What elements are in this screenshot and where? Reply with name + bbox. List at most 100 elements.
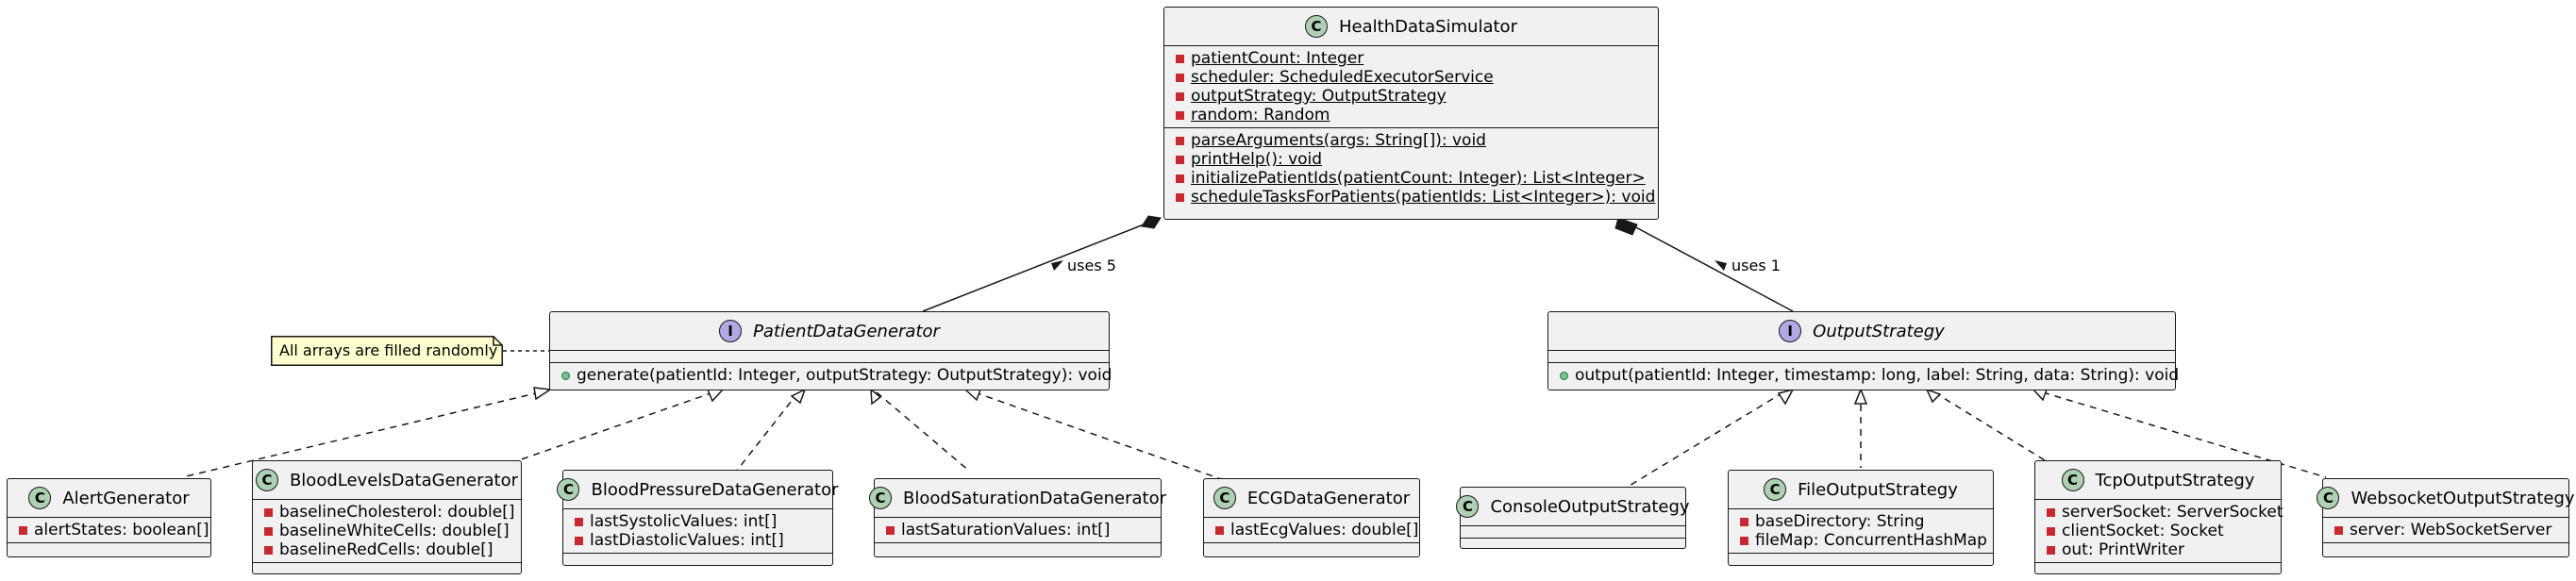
- private-field-icon: [1740, 517, 1748, 526]
- class-name: OutputStrategy: [1813, 321, 1945, 341]
- realize-head-blood-levels: [706, 389, 725, 403]
- class-health-data-simulator[interactable]: C HealthDataSimulator patientCount: Inte…: [1163, 7, 1659, 220]
- composition-diamond-patient: [1141, 215, 1162, 229]
- class-file-output-strategy[interactable]: C FileOutputStrategy baseDirectory: Stri…: [1728, 470, 1994, 566]
- realize-line-console: [1627, 391, 1784, 488]
- class-name: AlertGenerator: [62, 488, 190, 508]
- class-stereotype-icon: C: [868, 487, 892, 509]
- fields-section: server: WebSocketServer: [2323, 518, 2568, 542]
- field-row: server: WebSocketServer: [2323, 521, 2568, 540]
- class-blood-pressure-data-generator[interactable]: C BloodPressureDataGenerator lastSystoli…: [557, 470, 839, 566]
- field-row: fileMap: ConcurrentHashMap: [1729, 531, 1993, 550]
- class-header: C WebsocketOutputStrategy: [2317, 479, 2575, 517]
- class-header: C FileOutputStrategy: [1729, 471, 1993, 508]
- field-row: baseDirectory: String: [1729, 512, 1993, 531]
- fields-section: lastEcgValues: double[]: [1204, 518, 1419, 542]
- composition-diamond-output: [1614, 217, 1638, 236]
- class-stereotype-icon: C: [2317, 487, 2340, 509]
- private-field-icon: [1176, 73, 1184, 82]
- field-row: outputStrategy: OutputStrategy: [1164, 87, 1658, 106]
- edge-label-uses-5: uses 5: [1067, 257, 1116, 274]
- methods-section: parseArguments(args: String[]): void pri…: [1164, 128, 1658, 209]
- field-row: scheduler: ScheduledExecutorService: [1164, 68, 1658, 87]
- private-field-icon: [1215, 525, 1224, 535]
- class-stereotype-icon: C: [1456, 495, 1480, 518]
- private-method-icon: [1176, 174, 1184, 183]
- field-row: baselineCholesterol: double[]: [253, 503, 521, 522]
- private-field-icon: [264, 545, 273, 555]
- class-name: FileOutputStrategy: [1798, 479, 1958, 500]
- private-field-icon: [2334, 525, 2343, 535]
- field-row: baselineRedCells: double[]: [253, 540, 521, 559]
- interface-stereotype-icon: I: [719, 320, 743, 342]
- realize-head-alert: [533, 387, 553, 401]
- class-header: C HealthDataSimulator: [1164, 8, 1658, 45]
- class-header: I OutputStrategy: [1548, 312, 2175, 350]
- field-row: lastDiastolicValues: int[]: [563, 531, 832, 550]
- class-name: ECGDataGenerator: [1246, 488, 1411, 508]
- field-row: baselineWhiteCells: double[]: [253, 522, 521, 540]
- field-row: clientSocket: Socket: [2035, 522, 2281, 540]
- class-alert-generator[interactable]: C AlertGenerator alertStates: boolean[]: [7, 478, 211, 557]
- class-websocket-output-strategy[interactable]: C WebsocketOutputStrategy server: WebSoc…: [2317, 478, 2575, 557]
- method-row: generate(patientId: Integer, outputStrat…: [550, 366, 1112, 385]
- field-row: alertStates: boolean[]: [8, 521, 210, 540]
- class-stereotype-icon: C: [28, 487, 52, 509]
- private-field-icon: [264, 507, 273, 517]
- field-row: lastEcgValues: double[]: [1204, 521, 1419, 540]
- class-ecg-data-generator[interactable]: C ECGDataGenerator lastEcgValues: double…: [1203, 478, 1420, 557]
- note-text: All arrays are filled randomly: [279, 341, 498, 359]
- composition-line-patient: [922, 217, 1162, 312]
- private-field-icon: [2047, 545, 2055, 555]
- field-row: random: Random: [1164, 106, 1658, 124]
- realize-head-websocket: [2032, 389, 2049, 402]
- field-row: lastSystolicValues: int[]: [563, 512, 832, 531]
- private-field-icon: [1740, 536, 1748, 545]
- realize-head-console: [1777, 388, 1795, 406]
- class-name: PatientDataGenerator: [753, 321, 940, 341]
- class-name: HealthDataSimulator: [1339, 16, 1517, 37]
- class-header: C ConsoleOutputStrategy: [1456, 488, 1690, 525]
- method-row: printHelp(): void: [1164, 150, 1658, 169]
- fields-section: serverSocket: ServerSocket clientSocket:…: [2035, 500, 2283, 562]
- field-row: out: PrintWriter: [2035, 540, 2281, 559]
- method-row: scheduleTasksForPatients(patientIds: Lis…: [1164, 188, 1658, 207]
- composition-line-output: [1617, 217, 1794, 312]
- class-header: C ECGDataGenerator: [1204, 479, 1419, 517]
- class-header: C TcpOutputStrategy: [2035, 461, 2281, 499]
- edge-label-uses-1: uses 1: [1731, 257, 1781, 274]
- interface-patient-data-generator[interactable]: I PatientDataGenerator generate(patientI…: [549, 311, 1112, 390]
- class-stereotype-icon: C: [1764, 478, 1787, 501]
- realize-head-ecg: [963, 389, 982, 402]
- methods-section: generate(patientId: Integer, outputStrat…: [550, 363, 1112, 388]
- interface-output-strategy[interactable]: I OutputStrategy output(patientId: Integ…: [1547, 311, 2179, 390]
- class-header: C BloodLevelsDataGenerator: [253, 461, 521, 499]
- class-header: I PatientDataGenerator: [550, 312, 1109, 350]
- private-field-icon: [2047, 507, 2055, 517]
- class-header: C BloodPressureDataGenerator: [557, 471, 839, 508]
- private-field-icon: [575, 517, 583, 526]
- class-stereotype-icon: C: [1305, 15, 1329, 38]
- class-blood-saturation-data-generator[interactable]: C BloodSaturationDataGenerator lastSatur…: [868, 478, 1166, 557]
- field-row: serverSocket: ServerSocket: [2035, 503, 2283, 522]
- class-name: TcpOutputStrategy: [2095, 470, 2255, 490]
- public-method-icon: [1560, 371, 1568, 380]
- method-row: initializePatientIds(patientCount: Integ…: [1164, 169, 1658, 188]
- private-method-icon: [1176, 155, 1184, 164]
- realize-line-blood-levels: [512, 391, 714, 463]
- class-blood-levels-data-generator[interactable]: C BloodLevelsDataGenerator baselineChole…: [252, 460, 522, 574]
- private-field-icon: [1176, 91, 1184, 101]
- class-tcp-output-strategy[interactable]: C TcpOutputStrategy serverSocket: Server…: [2034, 460, 2283, 574]
- private-field-icon: [1176, 54, 1184, 63]
- fields-section: lastSystolicValues: int[] lastDiastolicV…: [563, 509, 832, 553]
- class-console-output-strategy[interactable]: C ConsoleOutputStrategy: [1456, 487, 1690, 549]
- fields-section: patientCount: Integer scheduler: Schedul…: [1164, 46, 1658, 127]
- class-stereotype-icon: C: [557, 478, 580, 501]
- field-row: lastSaturationValues: int[]: [875, 521, 1161, 540]
- realize-head-tcp: [1925, 388, 1942, 404]
- class-name: ConsoleOutputStrategy: [1490, 496, 1690, 517]
- private-field-icon: [886, 525, 895, 535]
- realize-head-blood-saturation: [870, 388, 882, 406]
- class-stereotype-icon: C: [255, 469, 278, 491]
- private-field-icon: [2047, 526, 2055, 536]
